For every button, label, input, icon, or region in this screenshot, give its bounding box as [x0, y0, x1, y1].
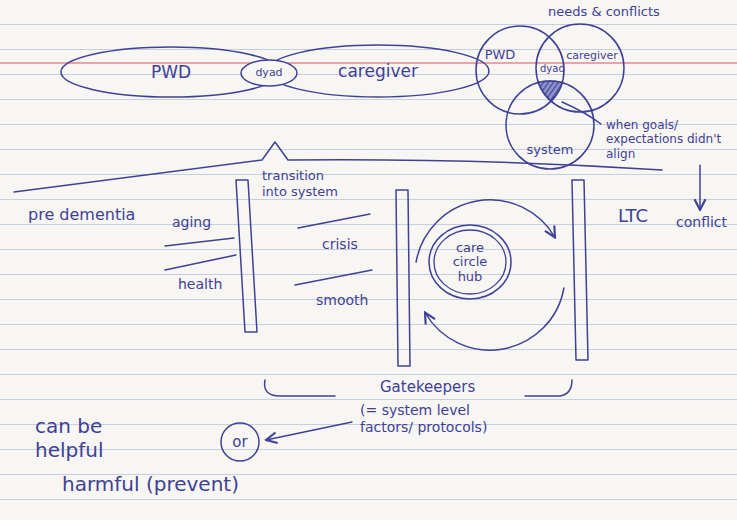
dyad-oval: dyad	[240, 59, 298, 87]
node-text: dyad	[255, 67, 282, 79]
note-text: when goals/ expectations didn't align	[606, 118, 728, 161]
note-text: LTC	[618, 205, 648, 227]
node-text: or	[232, 434, 247, 451]
note-text: crisis	[322, 236, 358, 253]
node-text: PWD	[485, 48, 516, 62]
node-text: caregiver	[566, 50, 618, 62]
hub-circle: care circle hub	[428, 224, 512, 300]
note-text: aging	[172, 214, 211, 231]
oval-node: caregiver	[266, 44, 490, 98]
node-text: system	[527, 143, 574, 157]
note-text: dyad	[540, 63, 565, 75]
note-text: pre dementia	[28, 205, 135, 224]
note-text: smooth	[316, 292, 368, 309]
note-text: transition into system	[262, 168, 346, 199]
node-text: care circle hub	[445, 241, 495, 284]
note-text: harmful (prevent)	[62, 472, 239, 496]
note-text: needs & conflicts	[548, 4, 660, 20]
note-text: conflict	[676, 214, 727, 231]
node-text: caregiver	[338, 62, 418, 81]
circled-word: or	[220, 422, 260, 462]
note-text: (= system level factors/ protocols)	[360, 402, 500, 436]
venn-circle: system	[505, 80, 595, 170]
node-text: PWD	[151, 63, 191, 82]
note-text: can be helpful	[35, 414, 145, 462]
note-text: health	[178, 276, 222, 293]
note-text: Gatekeepers	[380, 378, 475, 396]
